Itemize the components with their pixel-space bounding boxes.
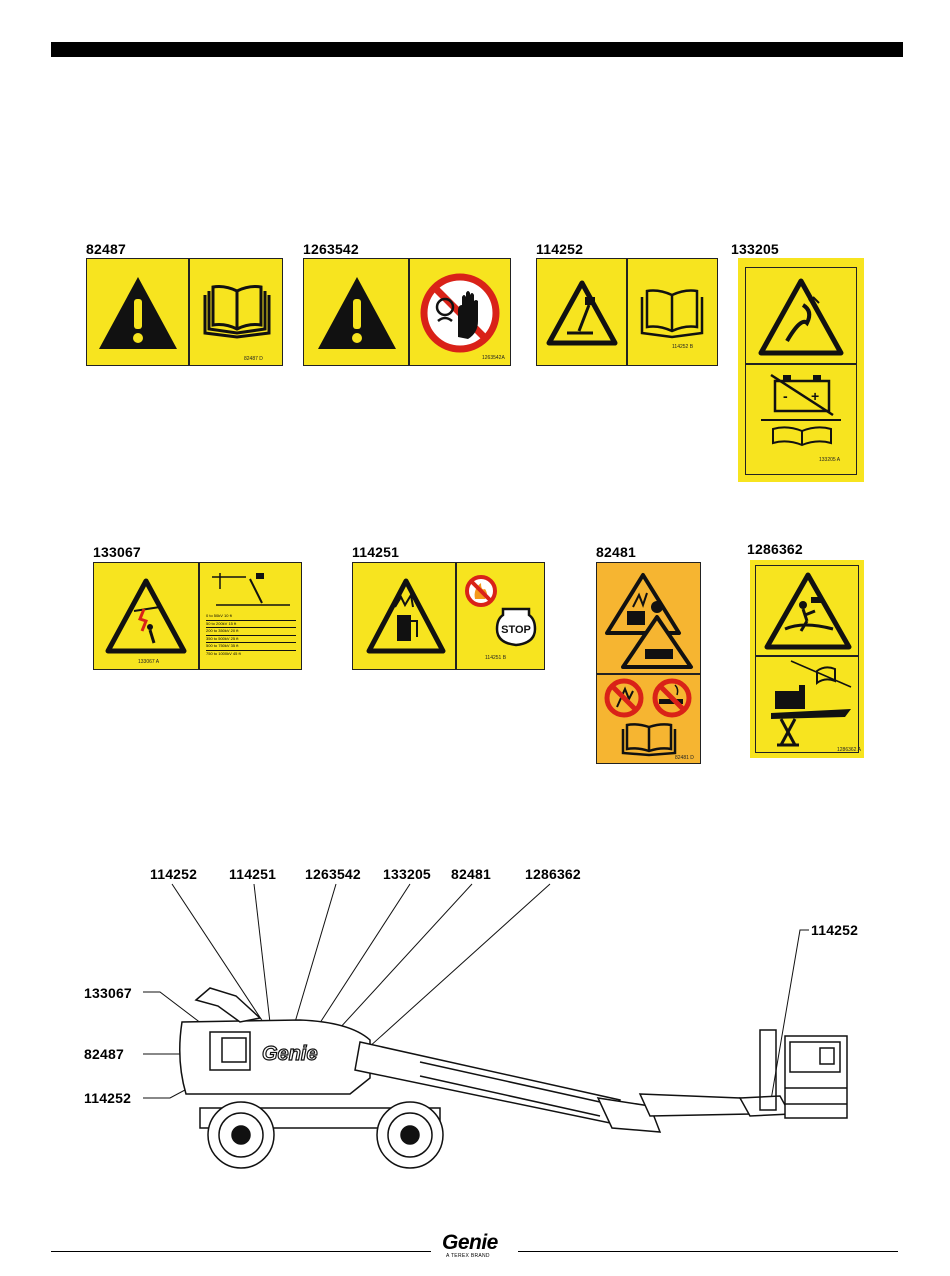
header-bar bbox=[51, 42, 903, 57]
hood-brand-text: Genie bbox=[262, 1043, 318, 1065]
manual-book-icon bbox=[640, 289, 704, 339]
callout-top-133205: 133205 bbox=[383, 866, 431, 882]
power-line-clearance-icon bbox=[212, 573, 290, 606]
decal-82481: 82481 D bbox=[596, 562, 701, 764]
warning-triangle-icon bbox=[99, 277, 177, 349]
clearance-table: 0 to 50kV 10 ft 50 to 200kV 15 ft 200 to… bbox=[206, 613, 296, 657]
callout-top-114252: 114252 bbox=[150, 866, 198, 882]
decal-label-1263542: 1263542 bbox=[303, 241, 359, 257]
decal-133205: - + 133205 A bbox=[738, 258, 864, 482]
warning-triangle-icon bbox=[318, 277, 396, 349]
decal-114251: STOP 114251 B bbox=[352, 562, 545, 670]
stop-switch-icon: STOP bbox=[495, 607, 537, 647]
decal-133067: 0 to 50kV 10 ft 50 to 200kV 15 ft 200 to… bbox=[93, 562, 302, 670]
manual-book-icon bbox=[772, 426, 832, 447]
tip-over-warning-icon bbox=[546, 280, 618, 346]
svg-text:+: + bbox=[811, 388, 819, 404]
svg-text:-: - bbox=[783, 388, 788, 404]
callout-left-114252: 114252 bbox=[84, 1090, 132, 1106]
no-sparks-icon bbox=[604, 678, 644, 718]
no-entry-hand-icon bbox=[420, 273, 500, 353]
decal-label-82487: 82487 bbox=[86, 241, 126, 257]
manual-book-icon bbox=[203, 285, 271, 339]
svg-text:STOP: STOP bbox=[501, 624, 531, 636]
callout-top-1263542: 1263542 bbox=[305, 866, 361, 882]
callout-left-82487: 82487 bbox=[84, 1046, 124, 1062]
battery-burn-warning-icon bbox=[758, 278, 844, 356]
manual-book-icon bbox=[621, 723, 677, 757]
decal-label-114252-a: 114252 bbox=[536, 241, 584, 257]
callout-right-114252: 114252 bbox=[811, 922, 859, 938]
battery-explosion-warning-icon bbox=[605, 573, 693, 669]
platform-manual-icon bbox=[771, 660, 852, 747]
callout-top-114251: 114251 bbox=[229, 866, 277, 882]
genie-logo: Genie A TEREX BRAND bbox=[442, 1231, 498, 1259]
decal-label-1286362: 1286362 bbox=[747, 541, 803, 557]
footer-rule-left bbox=[51, 1251, 431, 1252]
callout-top-1286362: 1286362 bbox=[525, 866, 581, 882]
electrocution-warning-icon bbox=[105, 578, 187, 654]
decal-label-82481: 82481 bbox=[596, 544, 636, 560]
decal-82487: 82487 D bbox=[86, 258, 283, 366]
no-flame-icon bbox=[465, 575, 497, 607]
no-smoking-icon bbox=[652, 678, 692, 718]
decal-label-133205: 133205 bbox=[731, 241, 779, 257]
callout-top-82481: 82481 bbox=[451, 866, 491, 882]
battery-disconnect-icon: - + bbox=[770, 373, 834, 417]
callout-left-133067: 133067 bbox=[84, 985, 132, 1001]
decal-label-133067: 133067 bbox=[93, 544, 141, 560]
fall-hazard-warning-icon bbox=[764, 572, 852, 650]
explosion-fuel-warning-icon bbox=[366, 578, 446, 654]
decal-label-114251: 114251 bbox=[352, 544, 400, 560]
footer-rule-right bbox=[518, 1251, 898, 1252]
decal-114252: 114252 B bbox=[536, 258, 718, 366]
decal-1286362: 1286362 A bbox=[750, 560, 864, 758]
decal-1263542: 1263542A bbox=[303, 258, 511, 366]
